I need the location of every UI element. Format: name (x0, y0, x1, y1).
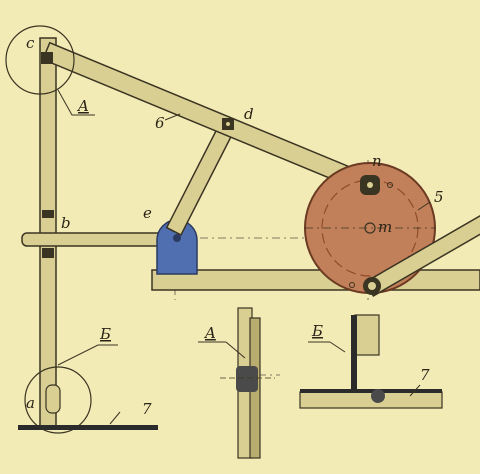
label-a: a (26, 394, 35, 412)
label-six: 6 (155, 114, 165, 132)
label-d: d (244, 105, 254, 123)
label-seven-right: 7 (420, 366, 430, 384)
callout-circle-a (24, 366, 92, 434)
callout-circle-c (5, 25, 75, 95)
joint-d (222, 118, 234, 130)
label-A-top: A (76, 97, 89, 115)
joint-c (41, 52, 53, 64)
label-seven-left: 7 (142, 400, 152, 418)
post-bracket (42, 248, 54, 258)
horizontal-arm (21, 232, 171, 247)
base-rail (151, 269, 480, 291)
label-b: b (61, 214, 71, 232)
label-B-detail: Б (311, 322, 323, 340)
label-five: 5 (434, 188, 444, 206)
joint-lower-wheel (349, 277, 381, 295)
joint-n (360, 175, 393, 195)
label-n: n (372, 152, 382, 170)
label-A-detail: A (203, 324, 216, 342)
pivot-block-e (156, 219, 198, 275)
detail-A (220, 307, 275, 459)
label-e: e (143, 204, 152, 222)
joint-b (42, 210, 54, 218)
post-foot-slot (45, 384, 61, 414)
leader-lines (57, 89, 431, 425)
label-m: m (378, 218, 392, 236)
ground-line-left (18, 425, 158, 430)
detail-B (299, 314, 443, 409)
label-B-left: Б (99, 325, 111, 343)
label-c: c (26, 34, 35, 52)
